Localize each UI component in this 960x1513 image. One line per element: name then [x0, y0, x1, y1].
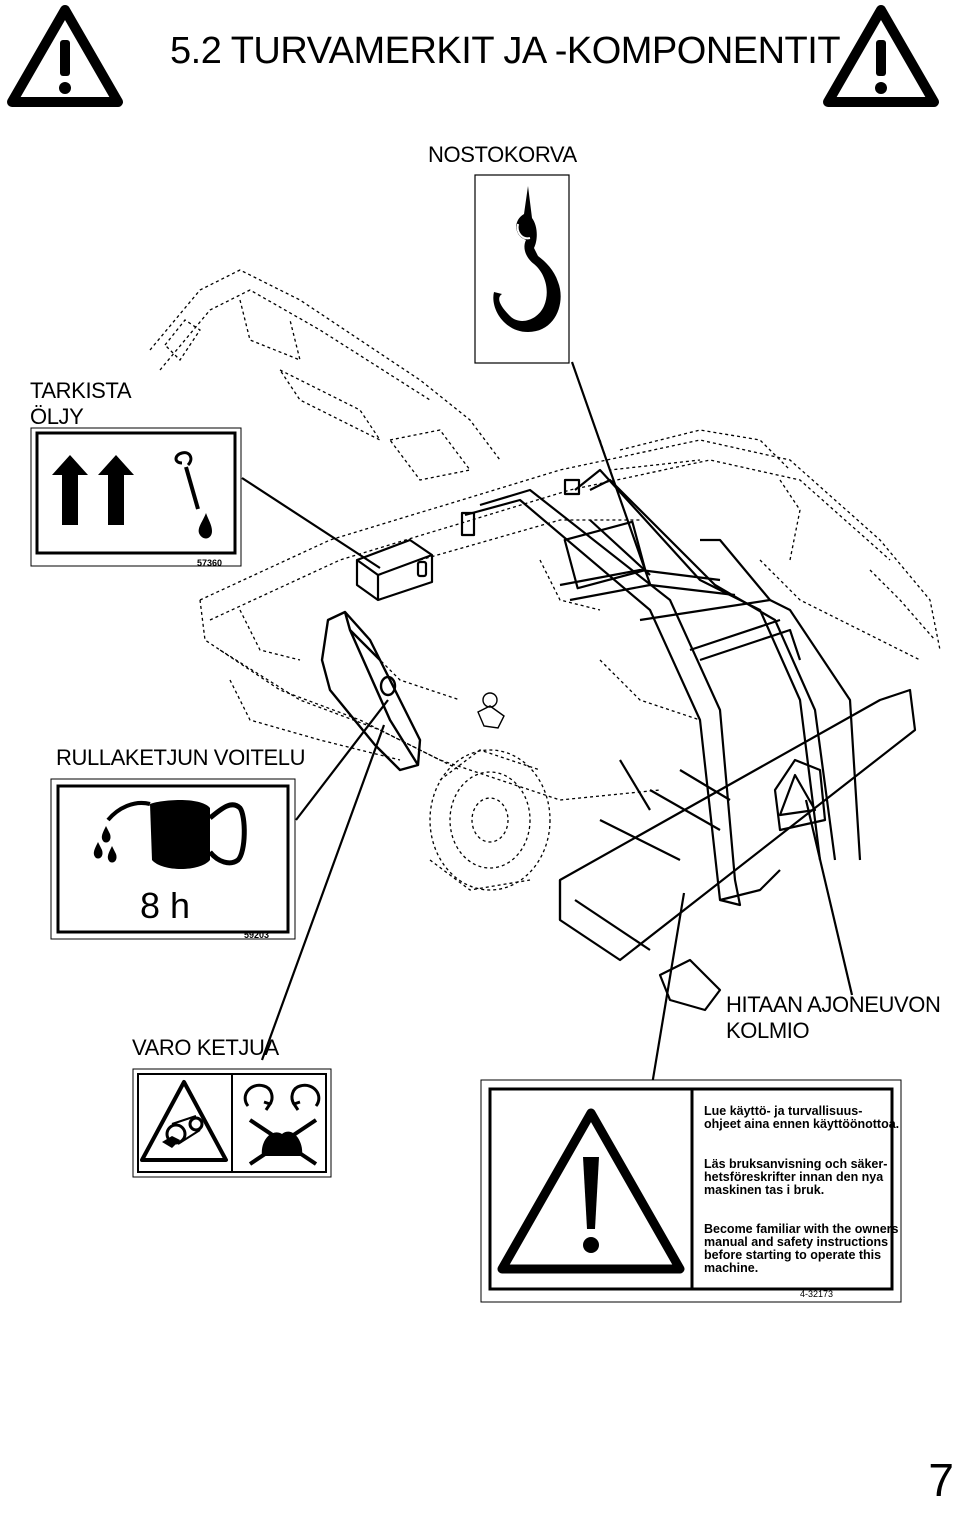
lifting-hook-icon [493, 186, 561, 332]
label-check-oil: TARKISTA ÖLJY [30, 378, 132, 430]
warning-text-sv: Läs bruksanvisning och säker- hetsföresk… [704, 1158, 887, 1197]
warning-fi-line1: Lue käyttö- ja turvallisuus- [704, 1104, 863, 1118]
warning-en-line2: manual and safety instructions [704, 1235, 889, 1249]
label-lifting-hook: NOSTOKORVA [428, 142, 577, 167]
warning-sv-line1: Läs bruksanvisning och säker- [704, 1157, 888, 1171]
page-title: 5.2 TURVAMERKIT JA -KOMPONENTIT [170, 30, 841, 72]
warning-text-fi: Lue käyttö- ja turvallisuus- ohjeet aina… [704, 1105, 899, 1131]
warning-triangle-icon-right [823, 5, 939, 107]
warning-text-en: Become familiar with the owners manual a… [704, 1223, 899, 1275]
label-check-oil-line1: TARKISTA [30, 378, 132, 403]
label-chain-lubrication: RULLAKETJUN VOITELU [56, 745, 306, 770]
oil-dipstick-icon [174, 451, 212, 539]
manual-warning-decal [480, 1079, 902, 1303]
lube-decal-code: 59203 [244, 930, 270, 940]
rotating-parts-icon [243, 1083, 321, 1111]
chain-lube-decal [50, 778, 296, 940]
oil-can-icon [93, 800, 247, 869]
warning-sv-line2: hetsföreskrifter innan den nya [704, 1170, 884, 1184]
lube-interval: 8 h [140, 885, 191, 926]
label-check-oil-line2: ÖLJY [30, 403, 84, 429]
label-slow-vehicle-line2: KOLMIO [726, 1017, 810, 1043]
label-slow-vehicle-line1: HITAAN AJONEUVON [726, 992, 941, 1017]
lifting-hook-decal [474, 174, 570, 364]
this-way-up-arrows-icon [52, 455, 134, 525]
no-hands-icon [248, 1118, 318, 1166]
warning-en-line3: before starting to operate this [704, 1248, 882, 1262]
warning-en-line4: machine. [704, 1261, 759, 1275]
warning-triangle-icon-left [7, 5, 123, 107]
label-beware-chain: VARO KETJUA [132, 1035, 279, 1060]
warning-fi-line2: ohjeet aina ennen käyttöönottoa. [704, 1117, 900, 1131]
chain-hazard-icon [140, 1080, 228, 1162]
warning-decal-code: 4-32173 [800, 1289, 834, 1299]
page-number: 7 [928, 1454, 954, 1506]
oil-decal-code: 57360 [197, 558, 223, 568]
oil-check-decal [30, 427, 242, 567]
warning-en-line1: Become familiar with the owners [704, 1222, 899, 1236]
warning-sv-line3: maskinen tas i bruk. [704, 1183, 825, 1197]
chain-warning-decal [132, 1068, 332, 1178]
label-slow-vehicle: HITAAN AJONEUVON KOLMIO [726, 992, 941, 1044]
exclamation-warning-icon [497, 1108, 685, 1274]
